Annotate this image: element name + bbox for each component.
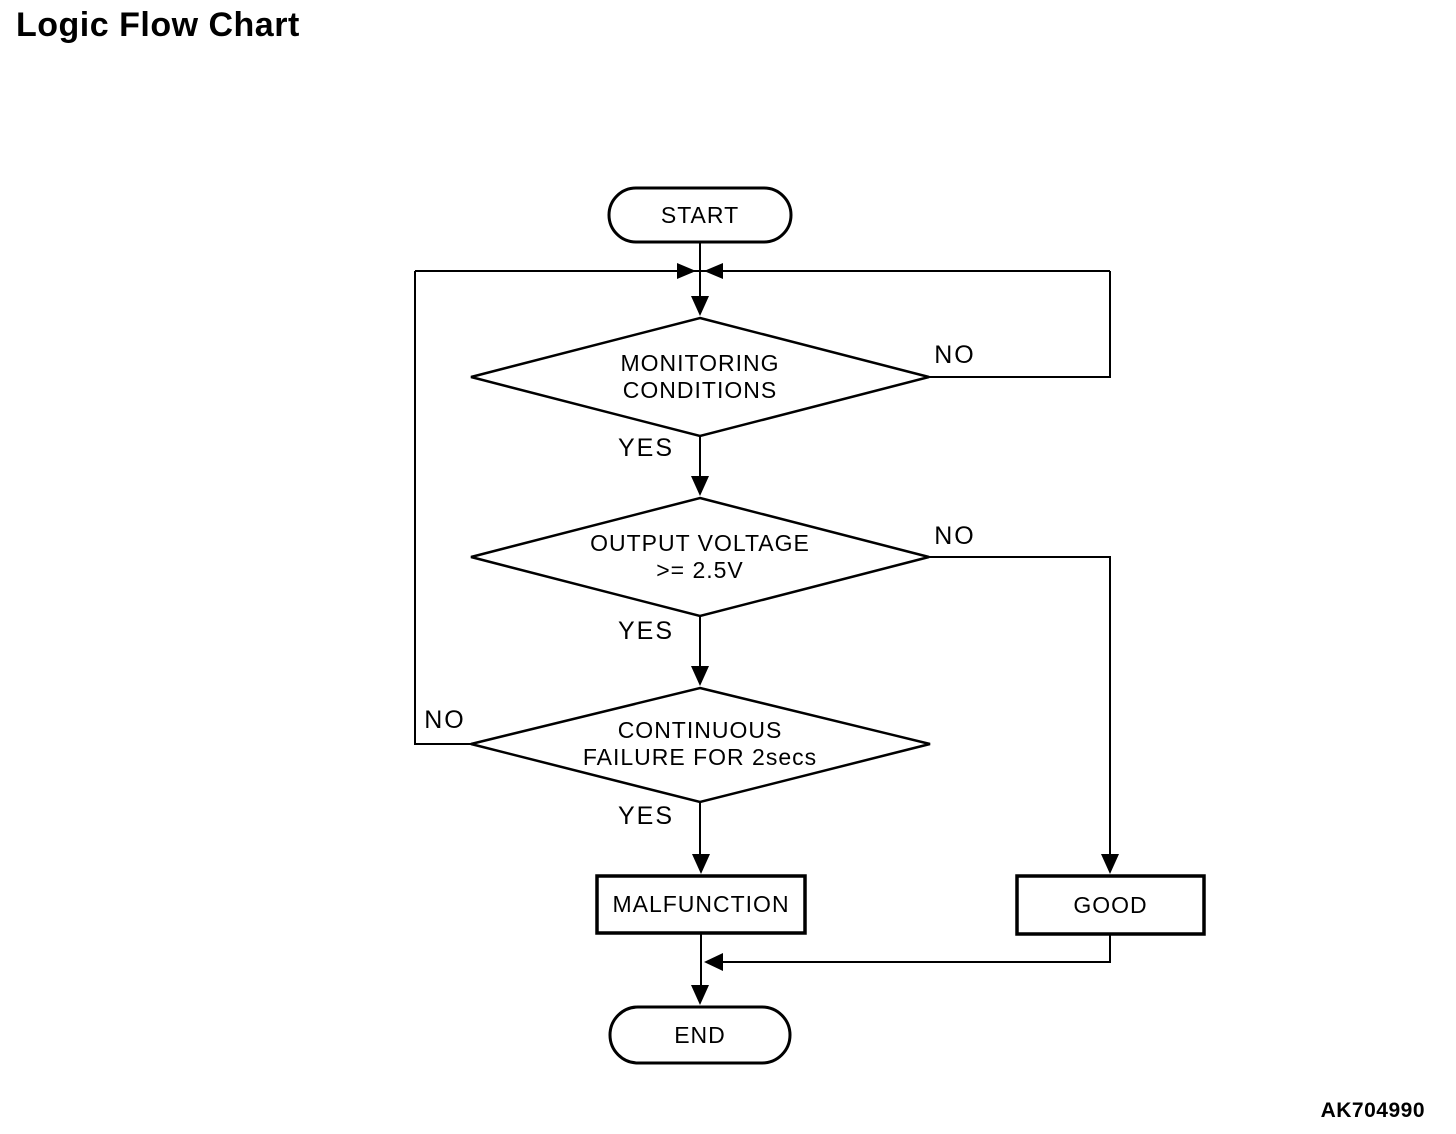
figure-code: AK704990: [1320, 1099, 1425, 1122]
failure-yes-label: YES: [617, 801, 675, 830]
decision-monitoring-shape: [470, 316, 930, 438]
arrowhead-merge-left: [704, 953, 723, 971]
monitoring-no-label: NO: [934, 340, 976, 369]
decision-voltage-shape: [470, 496, 930, 618]
decision-monitoring-line2: CONDITIONS: [622, 377, 778, 403]
decision-failure-line2: FAILURE FOR 2secs: [582, 744, 818, 770]
voltage-yes-label: YES: [617, 616, 675, 645]
monitoring-yes-label: YES: [617, 433, 675, 462]
failure-no-label: NO: [424, 705, 466, 734]
end-node-shape: [608, 1005, 792, 1065]
edge-voltage-no-to-good: [929, 556, 1111, 856]
decision-failure-label: CONTINUOUS FAILURE FOR 2secs: [520, 714, 880, 774]
malfunction-node-label: MALFUNCTION: [612, 891, 790, 917]
arrowhead-into-end: [691, 985, 709, 1005]
voltage-no-label: NO: [934, 521, 976, 550]
page-title: Logic Flow Chart: [16, 6, 300, 44]
arrowhead-into-monitoring: [691, 296, 709, 316]
decision-voltage-line1: OUTPUT VOLTAGE: [590, 530, 810, 556]
edge-monitoring-no: [929, 271, 1111, 378]
edge-failure-no-return: [414, 271, 471, 745]
decision-voltage-line2: >= 2.5V: [656, 557, 744, 583]
decision-failure-line1: CONTINUOUS: [617, 717, 783, 743]
decision-monitoring-label: MONITORING CONDITIONS: [540, 347, 860, 407]
end-node-label: END: [674, 1021, 726, 1048]
arrowhead-into-good: [1101, 854, 1119, 874]
edge-good-to-merge: [722, 934, 1111, 963]
start-node-label: START: [660, 201, 740, 228]
good-node-shape: [1015, 874, 1206, 936]
arrowhead-into-failure: [691, 666, 709, 686]
arrowhead-loop-right: [704, 263, 723, 279]
arrowhead-into-malfunction: [692, 854, 710, 874]
decision-voltage-label: OUTPUT VOLTAGE >= 2.5V: [540, 527, 860, 587]
malfunction-node-shape: [595, 874, 807, 935]
start-node-shape: [607, 186, 793, 244]
arrowhead-loop-left: [677, 263, 696, 279]
decision-monitoring-line1: MONITORING: [620, 350, 780, 376]
good-node-label: GOOD: [1073, 891, 1148, 918]
arrowhead-into-voltage: [691, 476, 709, 496]
decision-failure-shape: [470, 686, 931, 804]
